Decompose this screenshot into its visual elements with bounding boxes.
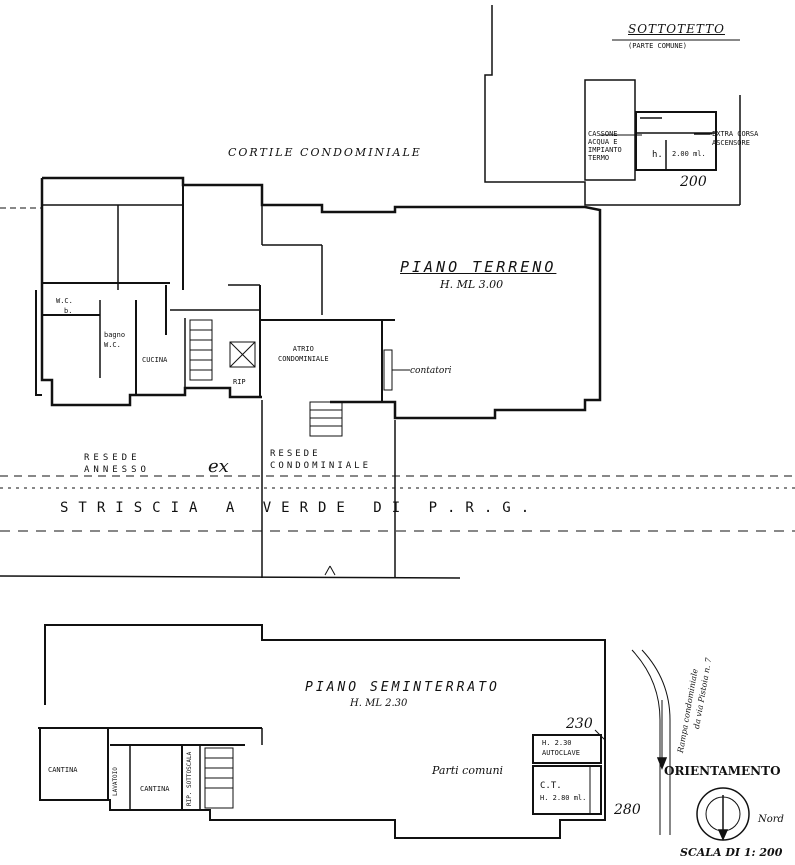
room-rip: RIP xyxy=(233,378,246,386)
attic-plan xyxy=(484,5,741,206)
room-wc: W.C.b. xyxy=(56,297,73,315)
north-compass xyxy=(696,787,750,841)
laundry-label: LAVATOIO xyxy=(112,767,119,796)
room-cucina: CUCINA xyxy=(142,356,168,364)
meters-label: contatori xyxy=(410,366,452,376)
courtyard-label: CORTILE CONDOMINIALE xyxy=(228,146,422,159)
attic-height: 2.00 ml. xyxy=(672,150,706,158)
understair-label: RIP. SOTTOSCALA xyxy=(186,751,193,806)
green-strip-label: STRISCIA A VERDE DI P.R.G. xyxy=(60,500,540,516)
cellar-1: CANTINA xyxy=(48,766,78,774)
boiler-room-label: C.T.H. 2.80 ml. xyxy=(540,781,587,802)
common-parts-label: Parti comuni xyxy=(432,764,504,777)
cellar-2: CANTINA xyxy=(140,785,170,793)
basement-title: PIANO SEMINTERRATO xyxy=(305,680,500,695)
attic-subtitle: (PARTE COMUNE) xyxy=(628,42,688,50)
mark-230: 230 xyxy=(566,716,593,732)
ground-floor-height: H. ML 3.00 xyxy=(440,278,504,291)
scale-label: SCALA DI 1: 200 xyxy=(680,846,783,859)
ex-mark: ex xyxy=(208,456,229,477)
mark-280: 280 xyxy=(614,802,641,818)
north-label: Nord xyxy=(758,814,784,825)
orientation-title: ORIENTAMENTO xyxy=(664,764,781,778)
yard-area-lines xyxy=(0,400,795,579)
access-ramp xyxy=(631,649,671,835)
ground-floor-plan xyxy=(0,176,602,437)
attic-scale-mark: 200 xyxy=(680,174,707,190)
attic-title: SOTTOTETTO xyxy=(628,22,725,36)
basement-height: H. ML 2.30 xyxy=(350,698,408,709)
basement-plan xyxy=(38,624,606,839)
ground-floor-title: PIANO TERRENO xyxy=(400,258,557,276)
attic-h-label: h. xyxy=(652,150,663,160)
